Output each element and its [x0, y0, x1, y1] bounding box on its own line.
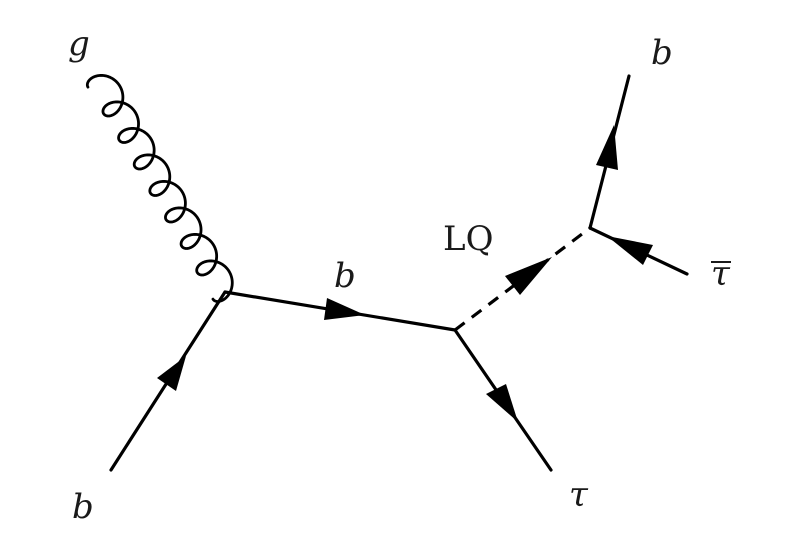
b-propagator-arrow — [324, 298, 365, 320]
label-antitau: τ — [711, 254, 731, 294]
antitau-arrow — [607, 236, 653, 265]
label-b-out: b — [651, 33, 673, 73]
label-b-propagator: b — [334, 256, 356, 296]
label-g: g — [68, 24, 90, 64]
label-lq: LQ — [443, 219, 493, 259]
label-tau: τ — [569, 475, 589, 515]
label-b-in: b — [72, 487, 94, 527]
incoming-b-arrow — [157, 356, 186, 391]
tau-arrow — [486, 384, 518, 422]
gluon-line — [85, 74, 234, 303]
leptoquark-arrow — [505, 257, 552, 295]
outgoing-b-arrow — [596, 125, 618, 170]
